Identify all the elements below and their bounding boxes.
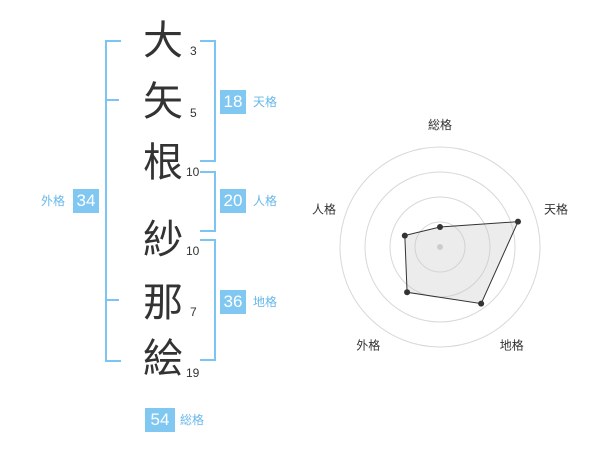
gaikaku-label: 外格: [41, 194, 66, 208]
stroke-count-1: 3: [190, 44, 197, 58]
radar-grid-ring: [364, 171, 516, 323]
radar-axis-label: 天格: [544, 201, 568, 216]
radar-grid-ring: [389, 196, 491, 298]
radar-series-area: [404, 221, 519, 305]
stroke-count-6: 19: [186, 366, 200, 380]
jinkaku-label: 人格: [253, 194, 278, 208]
soukaku-label: 総格: [180, 413, 205, 427]
name-char-3: 根: [143, 140, 183, 186]
chikaku-bracket: [200, 239, 216, 361]
radar-point: [437, 224, 443, 230]
radar-axis-label: 総格: [428, 117, 452, 132]
chikaku-value: 36: [220, 290, 246, 314]
radar-grid-ring: [414, 221, 466, 273]
stroke-count-3: 10: [186, 165, 200, 179]
name-char-5: 那: [143, 280, 183, 326]
radar-center-dot: [437, 244, 443, 250]
radar-point: [401, 232, 408, 239]
radar-axis-label: 地格: [500, 338, 524, 353]
radar-point: [514, 218, 521, 225]
radar-grid-ring: [339, 146, 541, 348]
chikaku-label: 地格: [253, 295, 278, 309]
tenkaku-bracket: [200, 40, 216, 162]
name-char-2: 矢: [143, 79, 183, 125]
gaikaku-bracket: [105, 40, 121, 362]
tenkaku-label: 天格: [253, 95, 278, 109]
stroke-count-5: 7: [190, 305, 197, 319]
stroke-count-4: 10: [186, 244, 200, 258]
radar-point: [404, 289, 411, 296]
name-char-4: 紗: [143, 217, 183, 263]
gaikaku-value: 34: [73, 189, 99, 213]
radar-point: [478, 300, 485, 307]
name-char-6: 絵: [143, 336, 183, 382]
tenkaku-value: 18: [220, 90, 246, 114]
stroke-count-2: 5: [190, 106, 197, 120]
soukaku-value: 54: [145, 408, 175, 432]
jinkaku-bracket: [200, 171, 216, 232]
radar-axis-label: 外格: [356, 338, 380, 353]
name-char-1: 大: [143, 18, 183, 64]
bracket-tick: [105, 299, 119, 301]
radar-axis-label: 人格: [312, 201, 336, 216]
jinkaku-value: 20: [220, 189, 246, 213]
bracket-tick: [105, 99, 119, 101]
